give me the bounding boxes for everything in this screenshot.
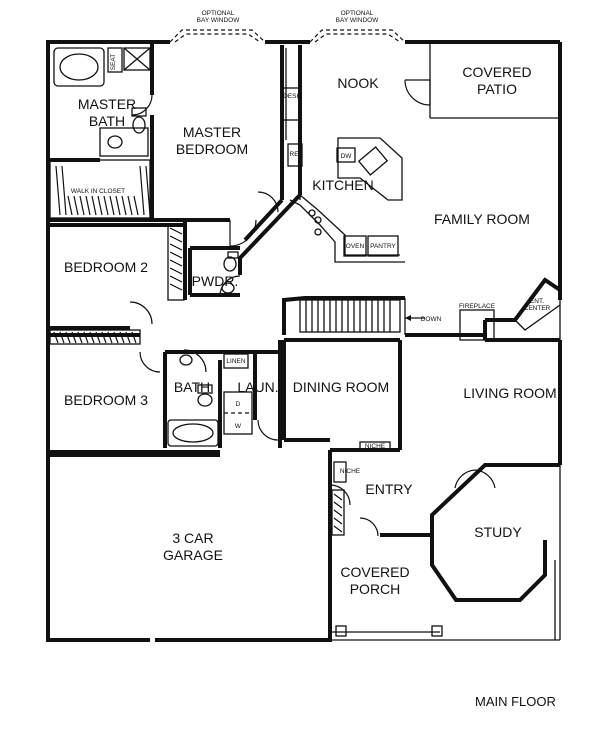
walk-in-closet-note: WALK IN CLOSET	[71, 188, 125, 195]
entry-label: ENTRY	[365, 481, 413, 497]
ent-center-note: ENT.CENTER	[524, 298, 551, 312]
dryer-note: D	[236, 401, 241, 408]
stairs	[299, 299, 425, 333]
exterior-walls	[46, 40, 562, 642]
niche-side-note: NICHE	[340, 468, 361, 475]
plan-title: MAIN FLOOR	[475, 694, 556, 709]
dw-note: DW	[341, 153, 353, 160]
ref-note: REF	[290, 151, 303, 158]
nook-label: NOOK	[337, 75, 379, 91]
bedroom-2-label: BEDROOM 2	[64, 259, 148, 275]
living-room-label: LIVING ROOM	[463, 385, 556, 401]
fixtures	[53, 47, 403, 483]
linen-note: LINEN	[226, 358, 245, 365]
dining-room-label: DINING ROOM	[293, 379, 389, 395]
pwdr-label: PWDR.	[192, 273, 239, 289]
desk-note: DESK	[283, 93, 301, 100]
oven-note: OVEN	[346, 243, 365, 250]
laundry-label: LAUN.	[237, 379, 278, 395]
fireplace-note: FIREPLACE	[459, 303, 496, 310]
doors	[129, 79, 496, 537]
interior-walls	[48, 42, 562, 540]
study-label: STUDY	[474, 524, 522, 540]
bedroom-3-label: BEDROOM 3	[64, 392, 148, 408]
family-room-label: FAMILY ROOM	[434, 211, 530, 227]
seat-note: SEAT	[110, 54, 117, 71]
kitchen-label: KITCHEN	[312, 177, 373, 193]
bath-label: BATH	[174, 379, 210, 395]
niche-top-note: NICHE	[365, 443, 386, 450]
washer-note: W	[235, 423, 242, 430]
closet-hatching	[49, 159, 345, 536]
stairs-down-note: DOWN	[421, 316, 442, 323]
bay-windows	[169, 29, 406, 43]
pantry-note: PANTRY	[370, 243, 396, 250]
